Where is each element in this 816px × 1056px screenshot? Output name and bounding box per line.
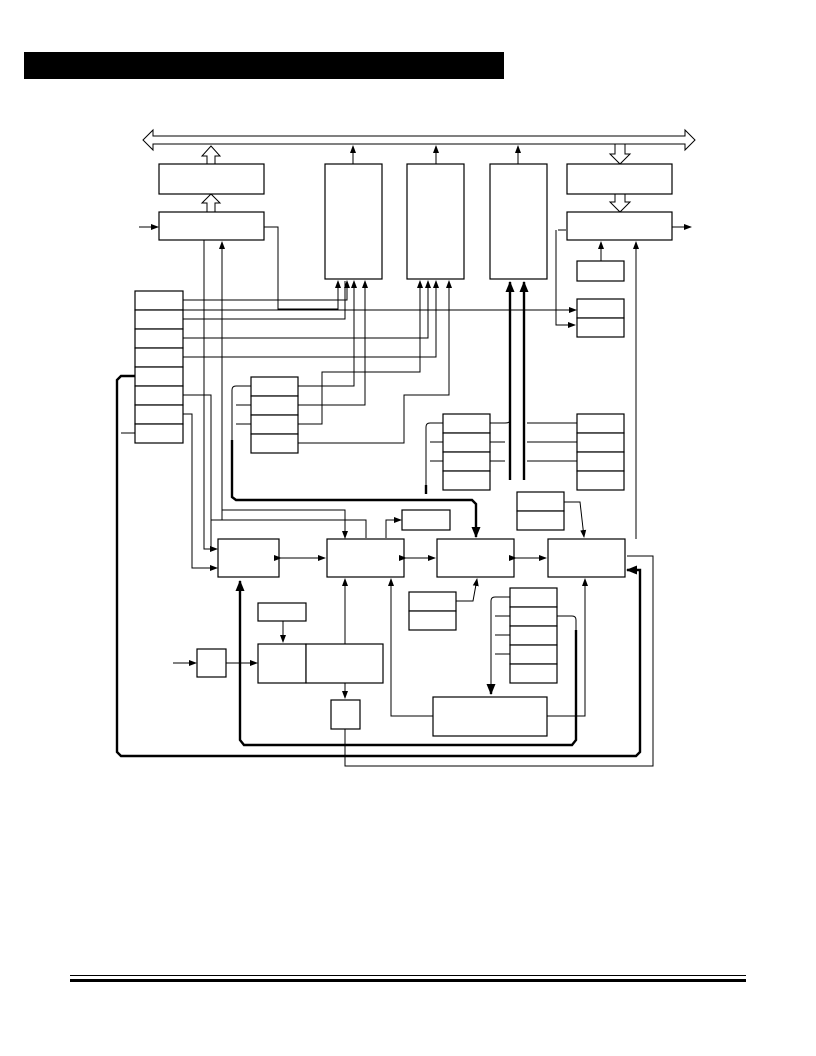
mid-left-register-stack [250, 376, 299, 454]
block-bottom-wide [432, 696, 548, 737]
block-unit-b [326, 538, 405, 578]
block-right-small [576, 260, 625, 282]
footer-rule-thick [70, 979, 746, 982]
block-lower-pair-a [408, 591, 457, 612]
left-register-stack [134, 290, 184, 444]
center-register-stack [442, 413, 491, 491]
bus-arrow-down-right [608, 143, 632, 165]
bus-arrow-right-inner [608, 193, 632, 213]
header-bar [24, 52, 504, 79]
block-right-pair-b [576, 317, 625, 338]
block-right-pair-a [576, 298, 625, 319]
block-input-small [196, 648, 227, 678]
memory-block-1 [324, 163, 383, 280]
right-register-stack [576, 413, 625, 491]
bus-arrow-left-inner [200, 193, 222, 213]
block-top-left [158, 163, 265, 195]
block-counter-right [305, 643, 384, 684]
block-unit-a [217, 538, 280, 578]
lower-right-register-stack [509, 587, 558, 684]
bus-arrow-up-left [200, 145, 222, 165]
block-top-right [566, 163, 673, 195]
block-right-register [566, 211, 673, 241]
block-output-small [330, 699, 361, 730]
block-mid-right-pair-a [516, 491, 565, 512]
memory-block-2 [406, 163, 465, 280]
block-mid-small [401, 509, 451, 531]
footer-rule-thin [70, 975, 746, 976]
block-unit-c [436, 538, 515, 578]
data-bus [142, 128, 696, 152]
memory-block-3 [489, 163, 548, 280]
block-counter-left [257, 643, 307, 684]
block-prescaler [257, 602, 307, 622]
block-unit-d [547, 538, 626, 578]
block-lower-pair-b [408, 610, 457, 631]
block-left-register [158, 211, 265, 241]
block-mid-right-pair-b [516, 510, 565, 531]
